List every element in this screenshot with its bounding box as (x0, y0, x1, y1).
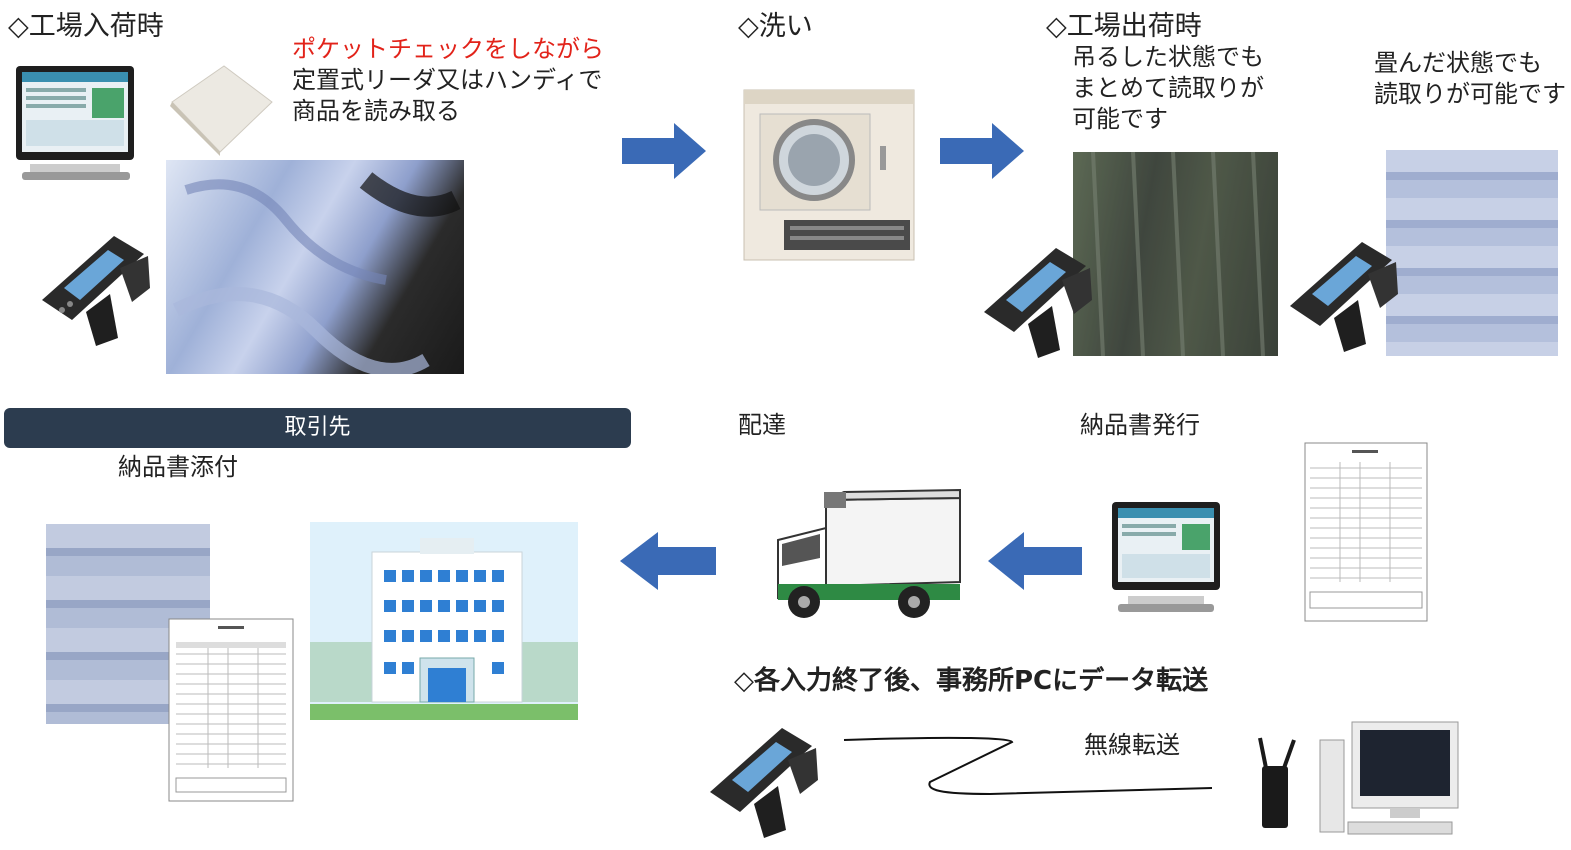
factory-in-desc-line3: 商品を読み取る (292, 97, 460, 125)
folded-line1: 畳んだ状態でも (1374, 49, 1542, 77)
hanging-line3: 可能です (1072, 105, 1168, 133)
arrow-left-icon (620, 532, 716, 590)
hanging-clothes-photo (1073, 152, 1278, 356)
factory-in-desc-red: ポケットチェックをしながら (292, 35, 604, 63)
arrow-right-icon (940, 123, 1024, 179)
handy-terminal-icon (984, 248, 1092, 358)
delivery-truck-icon (777, 488, 961, 618)
wireless-transfer-line (843, 736, 1213, 796)
laundry-photo (166, 160, 464, 374)
delivery-label: 配達 (738, 411, 786, 439)
handy-terminal-icon (42, 236, 150, 346)
wash-title: ◇洗い (738, 11, 813, 42)
invoice-document-icon (1304, 442, 1428, 622)
folded-line2: 読取りが可能です (1374, 80, 1566, 108)
handy-terminal-icon (710, 728, 818, 838)
client-banner: 取引先 (4, 408, 631, 448)
client-building-icon (310, 522, 578, 720)
invoice-issue-label: 納品書発行 (1080, 411, 1200, 439)
factory-out-title: ◇工場出荷時 (1046, 11, 1202, 42)
fixed-reader-icon (170, 65, 273, 156)
wireless-router-icon (1258, 737, 1296, 828)
hanging-line1: 吊るした状態でも (1072, 43, 1264, 71)
factory-in-title: ◇工場入荷時 (8, 11, 164, 42)
transfer-title: ◇各入力終了後、事務所PCにデータ転送 (734, 666, 1209, 696)
factory-in-desc-line2: 定置式リーダ又はハンディで (292, 66, 603, 94)
pos-terminal-icon (1112, 502, 1220, 612)
invoice-document-icon (168, 618, 294, 802)
handy-terminal-icon (1290, 242, 1398, 352)
folded-clothes-photo (1386, 150, 1558, 356)
hanging-line2: まとめて読取りが (1072, 74, 1264, 102)
invoice-attach-label: 納品書添付 (118, 453, 238, 481)
arrow-right-icon (622, 123, 706, 179)
pos-terminal-icon (16, 66, 134, 180)
wireless-label: 無線転送 (1084, 731, 1180, 759)
arrow-left-icon (988, 532, 1082, 590)
washing-machine-icon (743, 89, 915, 261)
office-pc-icon (1319, 721, 1459, 835)
